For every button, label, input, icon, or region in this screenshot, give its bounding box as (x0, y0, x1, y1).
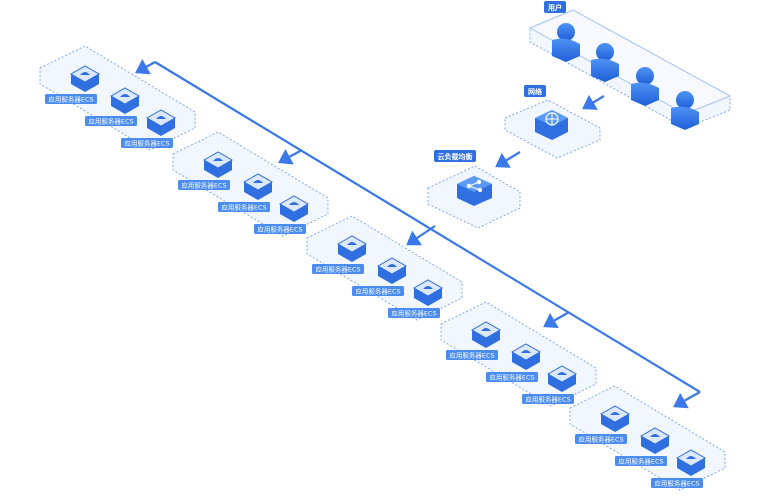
connections (135, 58, 701, 409)
server-group: 应用服务器ECS 应用服务器ECS 应用服务器ECS (39, 45, 196, 151)
ecs-label-bg (615, 456, 667, 466)
ecs-label: 应用服务器ECS (578, 435, 623, 444)
ecs-label-bg (85, 116, 137, 126)
ecs-server: 应用服务器ECS (121, 109, 177, 148)
ecs-label: 应用服务器ECS (391, 309, 436, 318)
ecs-label-bg (388, 308, 440, 318)
lb-tag: 云负载均衡 (434, 150, 476, 162)
network-tag: 网络 (524, 85, 546, 97)
ecs-label: 应用服务器ECS (355, 287, 400, 296)
ecs-label: 应用服务器ECS (618, 457, 663, 466)
ecs-server: 应用服务器ECS (312, 235, 368, 274)
bus-to-group-2 (278, 149, 303, 165)
ecs-label: 应用服务器ECS (449, 351, 494, 360)
server-group: 应用服务器ECS 应用服务器ECS 应用服务器ECS (569, 385, 726, 491)
cloud-lb-icon (457, 176, 492, 206)
server-group: 应用服务器ECS 应用服务器ECS 应用服务器ECS (306, 215, 463, 321)
ecs-server: 应用服务器ECS (522, 365, 578, 404)
ecs-server: 应用服务器ECS (254, 195, 310, 234)
server-group: 应用服务器ECS 应用服务器ECS 应用服务器ECS (172, 131, 329, 237)
ecs-label-bg (575, 434, 627, 444)
ecs-server: 应用服务器ECS (486, 343, 542, 382)
ecs-label-bg (45, 94, 97, 104)
user-icon (552, 23, 580, 62)
user-icon (671, 91, 699, 130)
ecs-label: 应用服务器ECS (525, 395, 570, 404)
distribution-bus (154, 61, 701, 393)
ecs-label: 应用服务器ECS (88, 117, 133, 126)
ecs-server: 应用服务器ECS (615, 427, 671, 466)
user-icon (591, 43, 619, 82)
ecs-label: 应用服务器ECS (124, 139, 169, 148)
ecs-label-bg (178, 180, 230, 190)
bus-to-group-4 (543, 311, 570, 329)
ecs-server: 应用服务器ECS (388, 279, 444, 318)
ecs-server: 应用服务器ECS (45, 65, 101, 104)
users-to-network-arrow (582, 94, 605, 110)
ecs-label: 应用服务器ECS (48, 95, 93, 104)
ecs-label-bg (352, 286, 404, 296)
ecs-label-bg (312, 264, 364, 274)
server-groups: 应用服务器ECS应用服务器ECS应用服务器ECS应用服务器ECS应用服务器ECS… (39, 45, 726, 491)
ecs-label-bg (486, 372, 538, 382)
ecs-label-bg (446, 350, 498, 360)
svg-text:云负载均衡: 云负载均衡 (438, 152, 473, 161)
ecs-label: 应用服务器ECS (654, 479, 699, 488)
ecs-server: 应用服务器ECS (446, 321, 502, 360)
ecs-server: 应用服务器ECS (178, 151, 234, 190)
users-tag: 用户 (544, 1, 566, 13)
ecs-label-bg (651, 478, 703, 488)
ecs-server: 应用服务器ECS (575, 405, 631, 444)
ecs-label: 应用服务器ECS (489, 373, 534, 382)
ecs-label-bg (121, 138, 173, 148)
network-to-lb-arrow (495, 151, 521, 168)
server-group: 应用服务器ECS 应用服务器ECS 应用服务器ECS (440, 301, 597, 407)
ecs-server: 应用服务器ECS (352, 257, 408, 296)
bus-to-group-5 (673, 391, 701, 409)
ecs-label: 应用服务器ECS (315, 265, 360, 274)
ecs-label-bg (254, 224, 306, 234)
ecs-server: 应用服务器ECS (85, 87, 141, 126)
bus-to-group-1 (135, 58, 156, 75)
network-icon (535, 110, 568, 140)
ecs-server: 应用服务器ECS (651, 449, 707, 488)
ecs-server: 应用服务器ECS (218, 173, 274, 212)
user-icon (631, 67, 659, 106)
svg-text:网络: 网络 (528, 87, 542, 96)
ecs-label-bg (218, 202, 270, 212)
user-figures (552, 23, 699, 130)
ecs-label-bg (522, 394, 574, 404)
ecs-label: 应用服务器ECS (221, 203, 266, 212)
ecs-label: 应用服务器ECS (257, 225, 302, 234)
ecs-label: 应用服务器ECS (181, 181, 226, 190)
svg-text:用户: 用户 (548, 3, 562, 12)
